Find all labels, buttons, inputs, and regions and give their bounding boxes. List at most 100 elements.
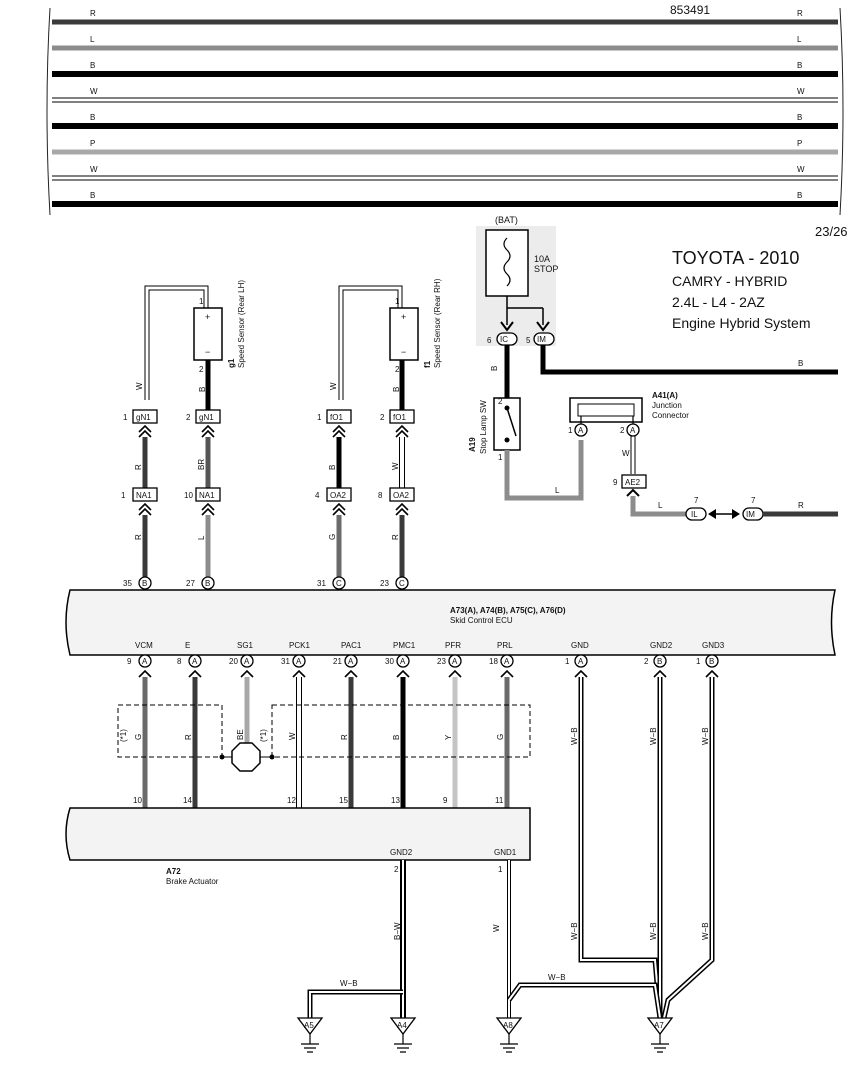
bus-wire-label-left: B [90, 113, 95, 122]
connector-mid-pin: 4 [315, 491, 320, 500]
shield-box-left [117, 704, 223, 758]
ecu-id: A73(A), A74(B), A75(C), A76(D) [450, 606, 566, 615]
sensor-name-rr: Speed Sensor (Rear RH) [433, 278, 442, 368]
ground-icon [301, 1043, 319, 1053]
ecu-bottom-pin-conn: A [348, 657, 354, 666]
ecu-ground-pin-conn: B [709, 657, 714, 666]
chevron-up-icon [138, 424, 152, 438]
ecu-ground-pin-circle [705, 654, 719, 668]
connector-top-label: gN1 [136, 413, 151, 422]
connector-top [326, 409, 352, 424]
wire-ae2-to-il [630, 496, 686, 517]
ecu-bottom-pin-conn: A [400, 657, 406, 666]
bus-wire-label-right: W [797, 165, 805, 174]
connector-top-label: fO1 [393, 413, 406, 422]
junction-conn-2: A [630, 426, 636, 435]
ecu-bottom-wire-color: W [288, 732, 297, 740]
chevron-up-icon [344, 669, 358, 678]
connector-top-label: gN1 [199, 413, 214, 422]
chevron-up-icon [395, 502, 409, 516]
wire-a4-a5-inner [309, 991, 403, 1018]
title-line4: Engine Hybrid System [672, 315, 811, 331]
ecu-bottom-pin-circle [396, 654, 410, 668]
il-pin: 7 [694, 496, 699, 505]
ecu-bottom-label: PAC1 [341, 641, 362, 650]
chevron-up-icon [626, 488, 640, 497]
fuse-box [485, 229, 529, 297]
chevron-up-icon [292, 669, 306, 678]
ecu-ground-wire-color-low: W−B [649, 922, 658, 940]
connector-mid [195, 487, 221, 502]
shield-note-left: (*1) [119, 729, 128, 742]
brake-actuator: A72 Brake Actuator GND2 GND1 2 1 [65, 807, 531, 886]
ecu-bottom-pin-conn: A [192, 657, 198, 666]
speed-sensor-rl: + − 1 2 g1 Speed Sensor (Rear LH) [193, 280, 246, 374]
chevron-down-icon [536, 321, 550, 332]
switch-name: Stop Lamp SW [479, 400, 488, 454]
wire-a4-a5-outer [307, 989, 403, 1018]
ecu-bottom-label: PMC1 [393, 641, 416, 650]
connector-mid [389, 487, 415, 502]
connector-mid-pin: 10 [184, 491, 193, 500]
ecu-ground-wire-color: W−B [649, 727, 658, 745]
ecu-name: Skid Control ECU [450, 616, 513, 625]
ecu-ground-pin-circle [574, 654, 588, 668]
ground-label: A4 [397, 1021, 407, 1030]
il-connector [685, 507, 707, 521]
chevron-up-icon [138, 669, 152, 678]
chevron-up-icon [653, 669, 667, 678]
bus-left-break [46, 7, 51, 216]
chevron-up-icon [188, 669, 202, 678]
sensor-mid-wire-color: BR [197, 459, 206, 470]
bat-label: (BAT) [495, 215, 518, 225]
ecu-ground-wire-inner [663, 677, 713, 1019]
doc-number: 853491 [670, 3, 710, 17]
bus-wire-label-left: L [90, 35, 95, 44]
junction-id: A41(A) [652, 391, 678, 400]
ecu-bottom-label: SG1 [237, 641, 254, 650]
ground-icon [394, 1043, 412, 1053]
ecu-bottom-pin-circle [344, 654, 358, 668]
actuator-pin-number: 15 [339, 796, 348, 805]
junction-box [569, 397, 643, 423]
chevron-up-icon [332, 502, 346, 516]
junction-pin-1 [574, 423, 588, 437]
actuator-pin-number: 14 [183, 796, 192, 805]
im2-label: IM [746, 510, 755, 519]
chevron-up-icon [395, 424, 409, 438]
actuator-pin-number: 11 [495, 796, 504, 805]
ecu-bottom-label: PRL [497, 641, 513, 650]
fuse-symbol [503, 237, 511, 287]
im-label: IM [537, 335, 546, 344]
sensor-mid-wire-color: R [134, 464, 143, 470]
ecu-bottom-pin-circle [448, 654, 462, 668]
fuse-amp: 10A [534, 254, 550, 264]
wire-w-label: W [622, 449, 630, 458]
chevron-up-icon [201, 424, 215, 438]
double-arrow-icon [708, 509, 740, 519]
ecu-bottom-pin-number: 9 [127, 657, 132, 666]
actuator-gnd2-pin: 2 [394, 865, 399, 874]
connector-mid-label: NA1 [136, 491, 152, 500]
shield-node-right [269, 754, 275, 760]
skid-control-ecu: A73(A), A74(B), A75(C), A76(D) Skid Cont… [65, 589, 836, 656]
bus-wire-label-left: W [90, 165, 98, 174]
junction-bus [577, 403, 635, 417]
ground-icon [500, 1043, 518, 1053]
ground-triangle [389, 1017, 417, 1036]
connector-mid-label: NA1 [199, 491, 215, 500]
junction-name-1: Junction [652, 401, 682, 410]
ecu-bottom-label: PFR [445, 641, 461, 650]
junction-conn-1: A [578, 426, 584, 435]
bus-wire-label-left: R [90, 9, 96, 18]
ecu-bottom-pin-conn: A [504, 657, 510, 666]
ecu-pin-number: 27 [186, 579, 195, 588]
connector-mid-pin: 1 [121, 491, 126, 500]
shield-ground-icon [231, 742, 261, 772]
connector-top-pin: 2 [380, 413, 385, 422]
ecu-ground-pin-conn: A [578, 657, 584, 666]
ecu-bottom-pin-circle [138, 654, 152, 668]
switch-pin2: 2 [498, 397, 503, 406]
junction-pin-num-2: 2 [620, 426, 625, 435]
title-line1: TOYOTA - 2010 [672, 248, 799, 268]
